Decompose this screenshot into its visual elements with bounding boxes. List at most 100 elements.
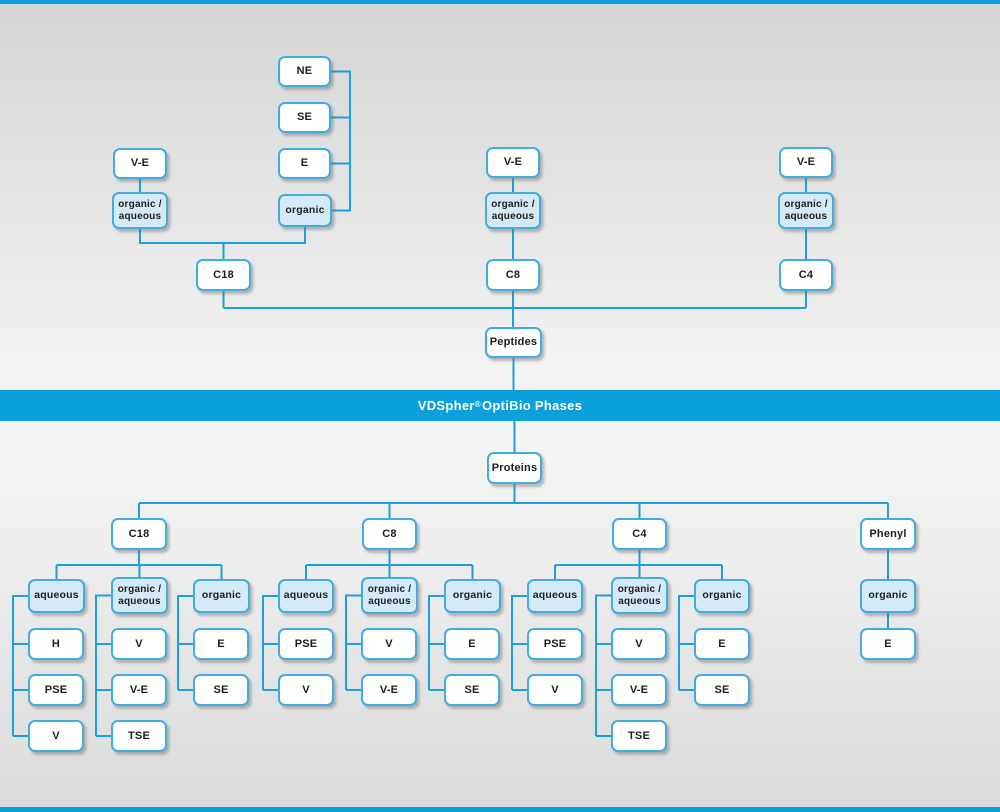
node-ve-left: V-E (113, 148, 167, 179)
node-orgaq-mid: organic / aqueous (485, 192, 541, 229)
node-c8-b: C8 (362, 518, 417, 550)
node-c18-oa-ve: V-E (111, 674, 167, 706)
node-label: organic / aqueous (118, 199, 161, 221)
node-label: TSE (128, 730, 150, 742)
node-ne: NE (278, 56, 331, 87)
node-label: V (302, 684, 310, 696)
node-c4-b: C4 (612, 518, 667, 550)
node-label: V-E (131, 157, 149, 169)
node-label: C8 (506, 269, 520, 281)
node-label: organic / aqueous (118, 584, 161, 606)
node-label: Peptides (490, 336, 537, 348)
node-proteins: Proteins (487, 452, 542, 484)
node-ph-or-e: E (860, 628, 916, 660)
node-ve-mid: V-E (486, 147, 540, 178)
node-label: PSE (295, 638, 318, 650)
node-c8-oa-v: V (361, 628, 417, 660)
node-c8-aq-v: V (278, 674, 334, 706)
node-c18-aq: aqueous (28, 579, 85, 613)
node-c8-aq-pse: PSE (278, 628, 334, 660)
node-c18-or-e: E (193, 628, 249, 660)
node-label: V-E (504, 156, 522, 168)
banner-brand: VDSpher (418, 398, 475, 413)
node-c18-or-se: SE (193, 674, 249, 706)
node-c18-aq-pse: PSE (28, 674, 84, 706)
node-label: C8 (382, 528, 396, 540)
node-c8-or-e: E (444, 628, 500, 660)
node-orgaq-right: organic / aqueous (778, 192, 834, 229)
banner-rest: OptiBio Phases (482, 398, 582, 413)
node-label: organic (285, 205, 324, 217)
node-label: E (884, 638, 892, 650)
node-label: organic / aqueous (618, 584, 661, 606)
node-c18-aq-h: H (28, 628, 84, 660)
node-label: V-E (130, 684, 148, 696)
node-c18-oa-v: V (111, 628, 167, 660)
node-c4-aq-pse: PSE (527, 628, 583, 660)
node-c18-aq-v: V (28, 720, 84, 752)
node-e-top: E (278, 148, 331, 179)
node-c4-top: C4 (779, 259, 833, 291)
node-label: H (52, 638, 60, 650)
node-label: aqueous (284, 590, 329, 602)
node-c4-or-se: SE (694, 674, 750, 706)
node-c18-oa: organic / aqueous (111, 577, 168, 614)
node-label: V (135, 638, 143, 650)
node-c4-aq-v: V (527, 674, 583, 706)
node-label: Proteins (492, 462, 538, 474)
node-label: organic (202, 590, 241, 602)
node-label: organic (702, 590, 741, 602)
node-label: PSE (45, 684, 68, 696)
node-c4-oa: organic / aqueous (611, 577, 668, 614)
node-label: SE (464, 684, 479, 696)
node-ve-right: V-E (779, 147, 833, 178)
node-label: SE (714, 684, 729, 696)
node-label: E (217, 638, 225, 650)
node-label: PSE (544, 638, 567, 650)
node-label: TSE (628, 730, 650, 742)
node-label: organic (868, 590, 907, 602)
node-label: organic / aqueous (784, 199, 827, 221)
node-c8-or: organic (444, 579, 501, 613)
node-label: C4 (632, 528, 646, 540)
node-c4-oa-ve: V-E (611, 674, 667, 706)
node-peptides: Peptides (485, 327, 542, 358)
node-orgaq-left: organic / aqueous (112, 192, 168, 229)
node-label: V (551, 684, 559, 696)
node-label: E (468, 638, 476, 650)
bottom-accent-bar (0, 807, 1000, 812)
node-label: SE (297, 111, 312, 123)
node-c18-top: C18 (196, 259, 251, 291)
node-label: aqueous (533, 590, 578, 602)
node-label: V-E (797, 156, 815, 168)
node-label: V (52, 730, 60, 742)
node-c8-top: C8 (486, 259, 540, 291)
node-label: aqueous (34, 590, 79, 602)
node-c4-oa-tse: TSE (611, 720, 667, 752)
node-label: C18 (213, 269, 234, 281)
node-label: SE (213, 684, 228, 696)
banner-title: VDSpher® OptiBio Phases (0, 390, 1000, 421)
node-c4-or: organic (694, 579, 750, 613)
node-c8-oa: organic / aqueous (361, 577, 418, 614)
node-label: V (635, 638, 643, 650)
node-label: C4 (799, 269, 813, 281)
node-c18-or: organic (193, 579, 250, 613)
node-label: V-E (630, 684, 648, 696)
node-phenyl: Phenyl (860, 518, 916, 550)
node-c8-aq: aqueous (278, 579, 334, 613)
node-c8-oa-ve: V-E (361, 674, 417, 706)
node-label: organic (453, 590, 492, 602)
node-label: V (385, 638, 393, 650)
node-label: NE (297, 65, 313, 77)
node-c4-or-e: E (694, 628, 750, 660)
node-label: organic / aqueous (491, 199, 534, 221)
node-c4-oa-v: V (611, 628, 667, 660)
node-label: V-E (380, 684, 398, 696)
node-c18-oa-tse: TSE (111, 720, 167, 752)
node-se: SE (278, 102, 331, 133)
node-c4-aq: aqueous (527, 579, 583, 613)
node-label: C18 (129, 528, 150, 540)
node-label: E (718, 638, 726, 650)
